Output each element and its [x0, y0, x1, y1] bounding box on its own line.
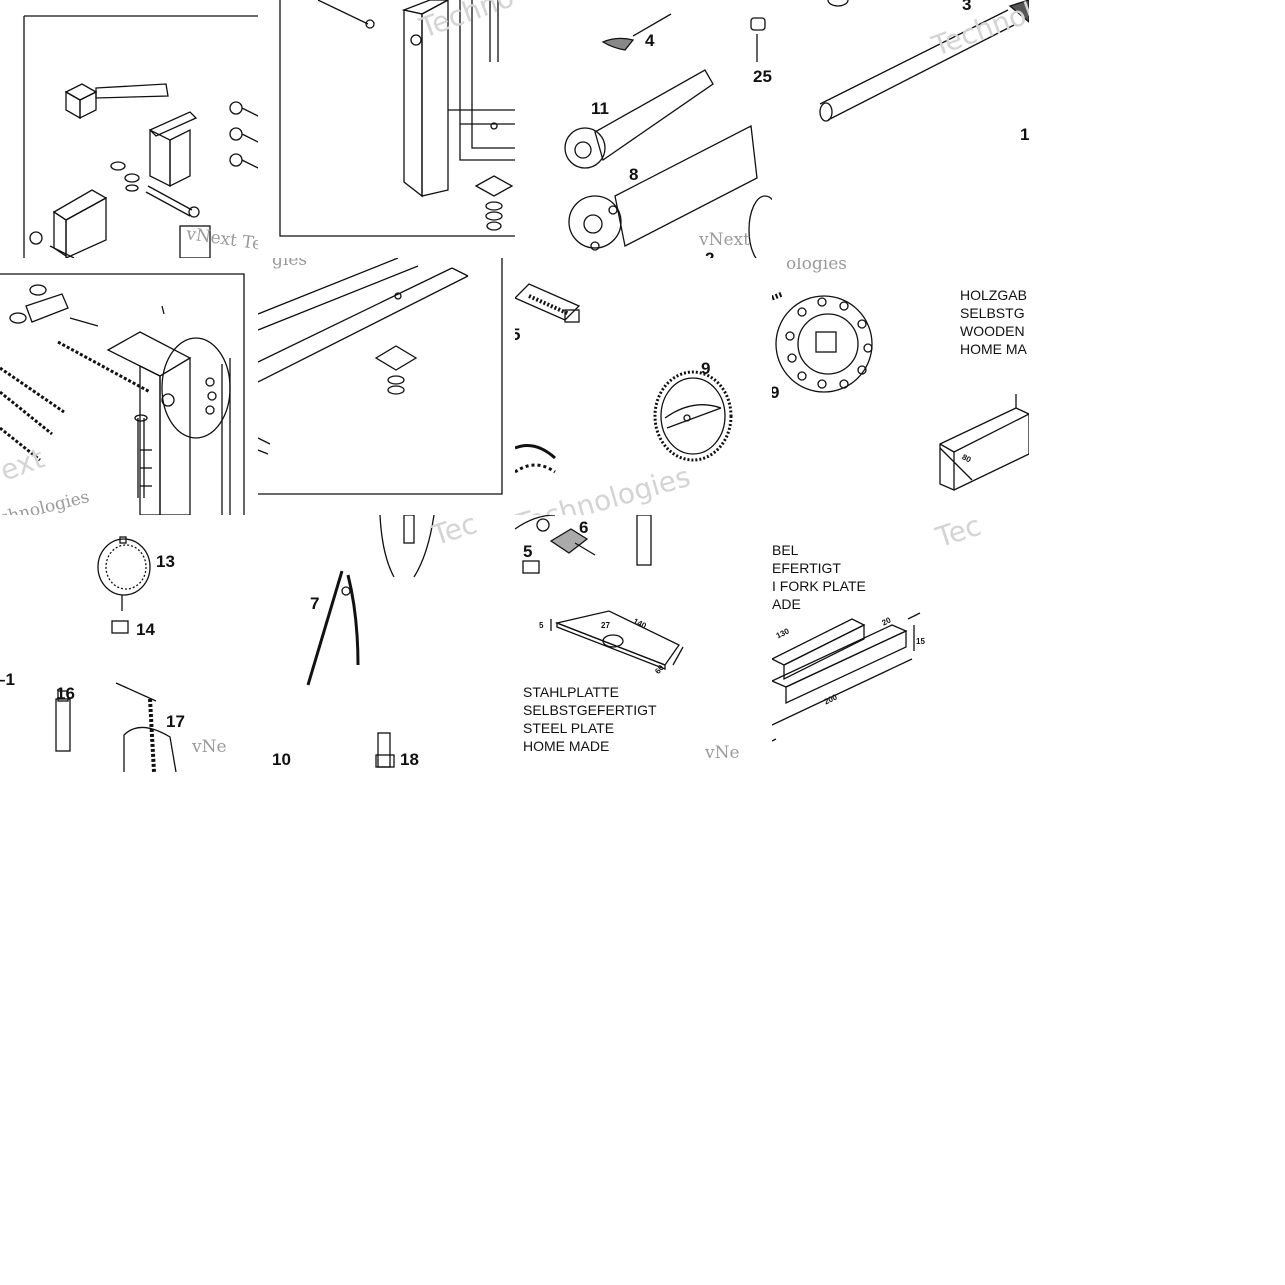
part-label-11: 11	[591, 99, 609, 118]
dial-gauge-drawing	[55, 536, 177, 772]
caption-line: EFERTIGT	[772, 560, 841, 576]
part-label-minus1: –1	[0, 670, 15, 689]
caption-line: I FORK PLATE	[772, 578, 866, 594]
tile-steel-plate: 6 5 5 27 140 60 STAHLPLATTE SELBSTGEFERT…	[515, 515, 772, 772]
caption-line: HOME MA	[960, 341, 1027, 357]
caption-line: SELBSTG	[960, 305, 1025, 321]
part-label-17: 17	[166, 712, 185, 731]
caption-line: STAHLPLATTE	[523, 684, 619, 700]
caption-line: WOODEN	[960, 323, 1025, 339]
press-frame-drawing	[279, 0, 515, 237]
caption-line: STEEL PLATE	[523, 720, 615, 736]
tile-wooden-blocks: BEL EFERTIGT I FORK PLATE ADE 130 20 15 …	[772, 515, 1029, 772]
tile-flywheel-holder: 9 ologies HOLZGAB SELBSTG WOODEN HOME MA…	[772, 258, 1029, 515]
frame-dial-drawing	[0, 273, 245, 515]
caption-wooden-fork-cont: BEL EFERTIGT I FORK PLATE ADE	[772, 541, 866, 613]
part-label-25: 25	[753, 67, 772, 86]
tile-press-frame: Techno	[258, 0, 515, 258]
caption-line: HOLZGAB	[960, 287, 1027, 303]
caption-line: SELBSTGEFERTIGT	[523, 702, 657, 718]
part-label-4: 4	[645, 31, 655, 50]
flywheel-holder-drawing	[772, 291, 1029, 491]
tile-spanners: 4 25 11 8 2 vNext	[515, 0, 772, 258]
stand-brackets-drawing	[23, 15, 258, 258]
tile-dial-gauge: 13 14 –1 16 17 vNe	[0, 515, 258, 772]
part-label-19: 9	[772, 383, 780, 402]
frame-base-drawing	[258, 258, 503, 495]
tile-frame-base: gies	[258, 258, 515, 515]
part-label-16: 16	[56, 684, 75, 703]
part-label-2: 2	[705, 250, 714, 258]
dimension-label: 5	[539, 621, 544, 630]
tile-pliers: 7 10 18 Tec	[258, 515, 515, 772]
wooden-blocks-drawing	[772, 612, 921, 742]
steel-plate-drawing	[515, 515, 684, 670]
caption-line: ADE	[772, 596, 801, 612]
part-label-1: 1	[1020, 125, 1029, 144]
caption-wooden-fork: HOLZGAB SELBSTG WOODEN HOME MA	[960, 286, 1027, 358]
watermark-gies: gies	[272, 258, 308, 270]
part-label-18: 18	[400, 750, 419, 769]
dimension-label: 15	[916, 637, 925, 646]
tile-timing-disc: 5 9 Technologies	[515, 258, 772, 515]
tile-stand-brackets: vNext Tec	[0, 0, 258, 258]
pliers-drawing	[306, 515, 435, 768]
part-label-3: 3	[962, 0, 972, 14]
part-label-9: 9	[701, 359, 711, 378]
dimension-label: 27	[601, 621, 610, 630]
tile-long-rod: 3 1 Technologies	[772, 0, 1029, 258]
part-label-14: 14	[136, 620, 155, 639]
part-label-13: 13	[156, 552, 175, 571]
part-label-6: 6	[579, 518, 589, 537]
part-label-10: 10	[272, 750, 291, 769]
caption-steel-plate: STAHLPLATTE SELBSTGEFERTIGT STEEL PLATE …	[523, 683, 657, 755]
caption-line: HOME MADE	[523, 738, 610, 754]
timing-disc-drawing	[515, 283, 733, 474]
watermark-ologies: ologies	[786, 258, 848, 274]
spanners-drawing	[564, 13, 772, 258]
part-label-8: 8	[629, 165, 639, 184]
caption-line: BEL	[772, 542, 799, 558]
tile-frame-dial: chnologies ext	[0, 258, 258, 515]
part-label-5: 5	[523, 542, 533, 561]
watermark-vne: vNe	[192, 737, 227, 757]
watermark-vnext: vNext	[699, 230, 750, 250]
watermark-vne: vNe	[705, 743, 740, 763]
part-label-15: 5	[515, 325, 521, 344]
part-label-7: 7	[310, 594, 320, 613]
long-rod-drawing	[819, 0, 1029, 122]
